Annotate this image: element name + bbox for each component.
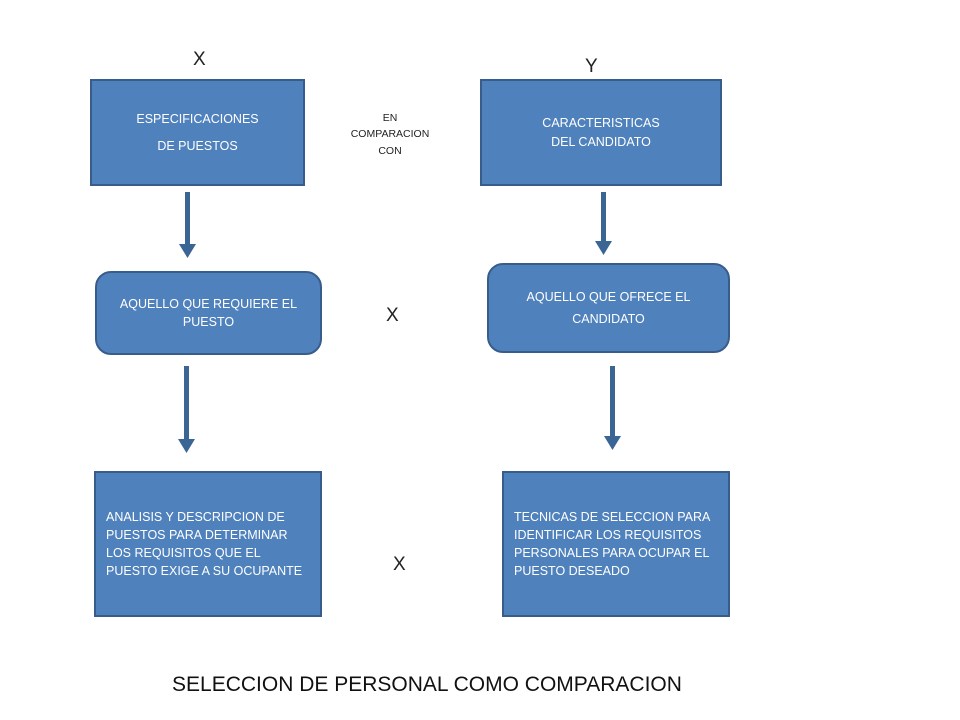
box-line: PUESTOS PARA DETERMINAR (106, 527, 288, 542)
box-line: PUESTO EXIGE A SU OCUPANTE (106, 564, 303, 579)
label-x-middle: X (386, 305, 399, 326)
box-line: CANDIDATO (572, 312, 645, 326)
box-line: PUESTO DESEADO (514, 564, 630, 579)
box-caracteristicas-del-candidato: CARACTERISTICAS DEL CANDIDATO (480, 79, 722, 186)
box-especificaciones-de-puestos: ESPECIFICACIONES DE PUESTOS (90, 79, 305, 186)
arrow-down-right-2 (604, 366, 621, 450)
box-line: PUESTO (182, 315, 235, 329)
label-y-top: Y (585, 56, 598, 77)
box-analisis-y-descripcion: ANALISIS Y DESCRIPCION DE PUESTOS PARA D… (94, 471, 322, 617)
arrow-down-right-1 (595, 192, 612, 255)
comparison-line-2: COMPARACION (350, 128, 430, 141)
comparison-line-1: EN (382, 112, 398, 124)
box-line: ANALISIS Y DESCRIPCION DE (106, 509, 285, 524)
box-line: CARACTERISTICAS (542, 116, 660, 131)
box-line: DEL CANDIDATO (551, 134, 651, 149)
box-aquello-que-requiere-el-puesto: AQUELLO QUE REQUIERE EL PUESTO (95, 271, 322, 355)
box-line: IDENTIFICAR LOS REQUISITOS (514, 527, 702, 542)
label-x-top: X (193, 49, 206, 70)
box-line: PERSONALES PARA OCUPAR EL (514, 546, 710, 560)
label-x-bottom: X (393, 554, 406, 575)
box-aquello-que-ofrece-el-candidato: AQUELLO QUE OFRECE EL CANDIDATO (487, 263, 730, 353)
arrow-down-left-1 (179, 192, 196, 258)
box-line: TECNICAS DE SELECCION PARA (514, 509, 711, 524)
comparison-text: EN COMPARACION CON (340, 110, 440, 159)
box-line: AQUELLO QUE REQUIERE EL (119, 296, 298, 311)
box-line: LOS REQUISITOS QUE EL (106, 546, 261, 560)
box-tecnicas-de-seleccion: TECNICAS DE SELECCION PARA IDENTIFICAR L… (502, 471, 730, 617)
comparison-line-3: CON (378, 144, 402, 157)
arrow-down-left-2 (178, 366, 195, 453)
page-title: SELECCION DE PERSONAL COMO COMPARACION (172, 673, 682, 696)
box-line: AQUELLO QUE OFRECE EL (526, 289, 691, 304)
box-line: DE PUESTOS (157, 138, 238, 153)
box-line: ESPECIFICACIONES (136, 112, 259, 127)
